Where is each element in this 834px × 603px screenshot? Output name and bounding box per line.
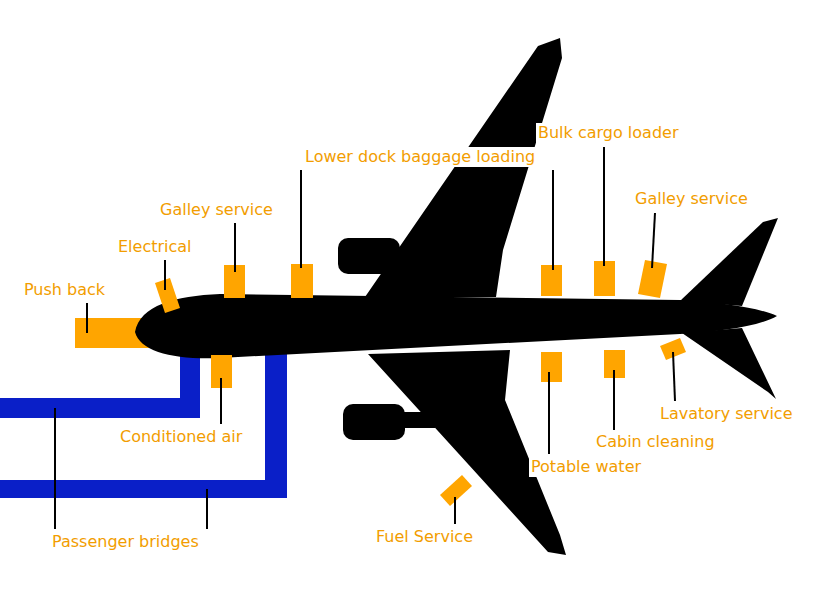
service-point (291, 264, 313, 298)
passenger-bridge (0, 350, 287, 498)
service-label: Lavatory service (658, 404, 795, 424)
stabilizer (682, 328, 776, 399)
service-label: Potable water (529, 457, 643, 477)
leader-line (164, 260, 166, 290)
engine-pylon (390, 250, 430, 266)
leader-line (673, 352, 675, 401)
leader-line (220, 378, 222, 424)
leader-line (552, 170, 554, 270)
leader-line (652, 213, 655, 268)
service-label: Passenger bridges (50, 532, 201, 552)
leader-line (454, 497, 456, 524)
leader-line (300, 170, 302, 268)
service-point (155, 278, 180, 313)
service-point (541, 352, 562, 382)
aircraft-silhouette (135, 38, 778, 555)
leader-line (86, 303, 88, 333)
upper-wing (365, 38, 562, 297)
service-label: Bulk cargo loader (536, 123, 680, 143)
service-label: Electrical (116, 237, 194, 257)
service-label: Galley service (633, 189, 750, 209)
leader-line (54, 408, 56, 529)
leader-line (603, 147, 605, 266)
leader-line (613, 370, 615, 430)
service-points (155, 260, 686, 506)
service-label: Cabin cleaning (594, 432, 717, 452)
service-point (594, 261, 615, 296)
service-point (541, 265, 562, 296)
service-label: Push back (22, 280, 107, 300)
leader-lines (55, 147, 675, 529)
engine-pylon (395, 412, 435, 428)
passenger-bridge (0, 350, 200, 418)
leader-line (548, 372, 550, 454)
service-label: Galley service (158, 200, 275, 220)
service-label: Lower dock baggage loading (303, 147, 537, 167)
lower-wing (368, 350, 566, 555)
stabilizer (680, 218, 778, 306)
service-label: Conditioned air (118, 427, 244, 447)
leader-line (234, 223, 236, 272)
service-label: Fuel Service (374, 527, 475, 547)
leader-line (206, 489, 208, 529)
